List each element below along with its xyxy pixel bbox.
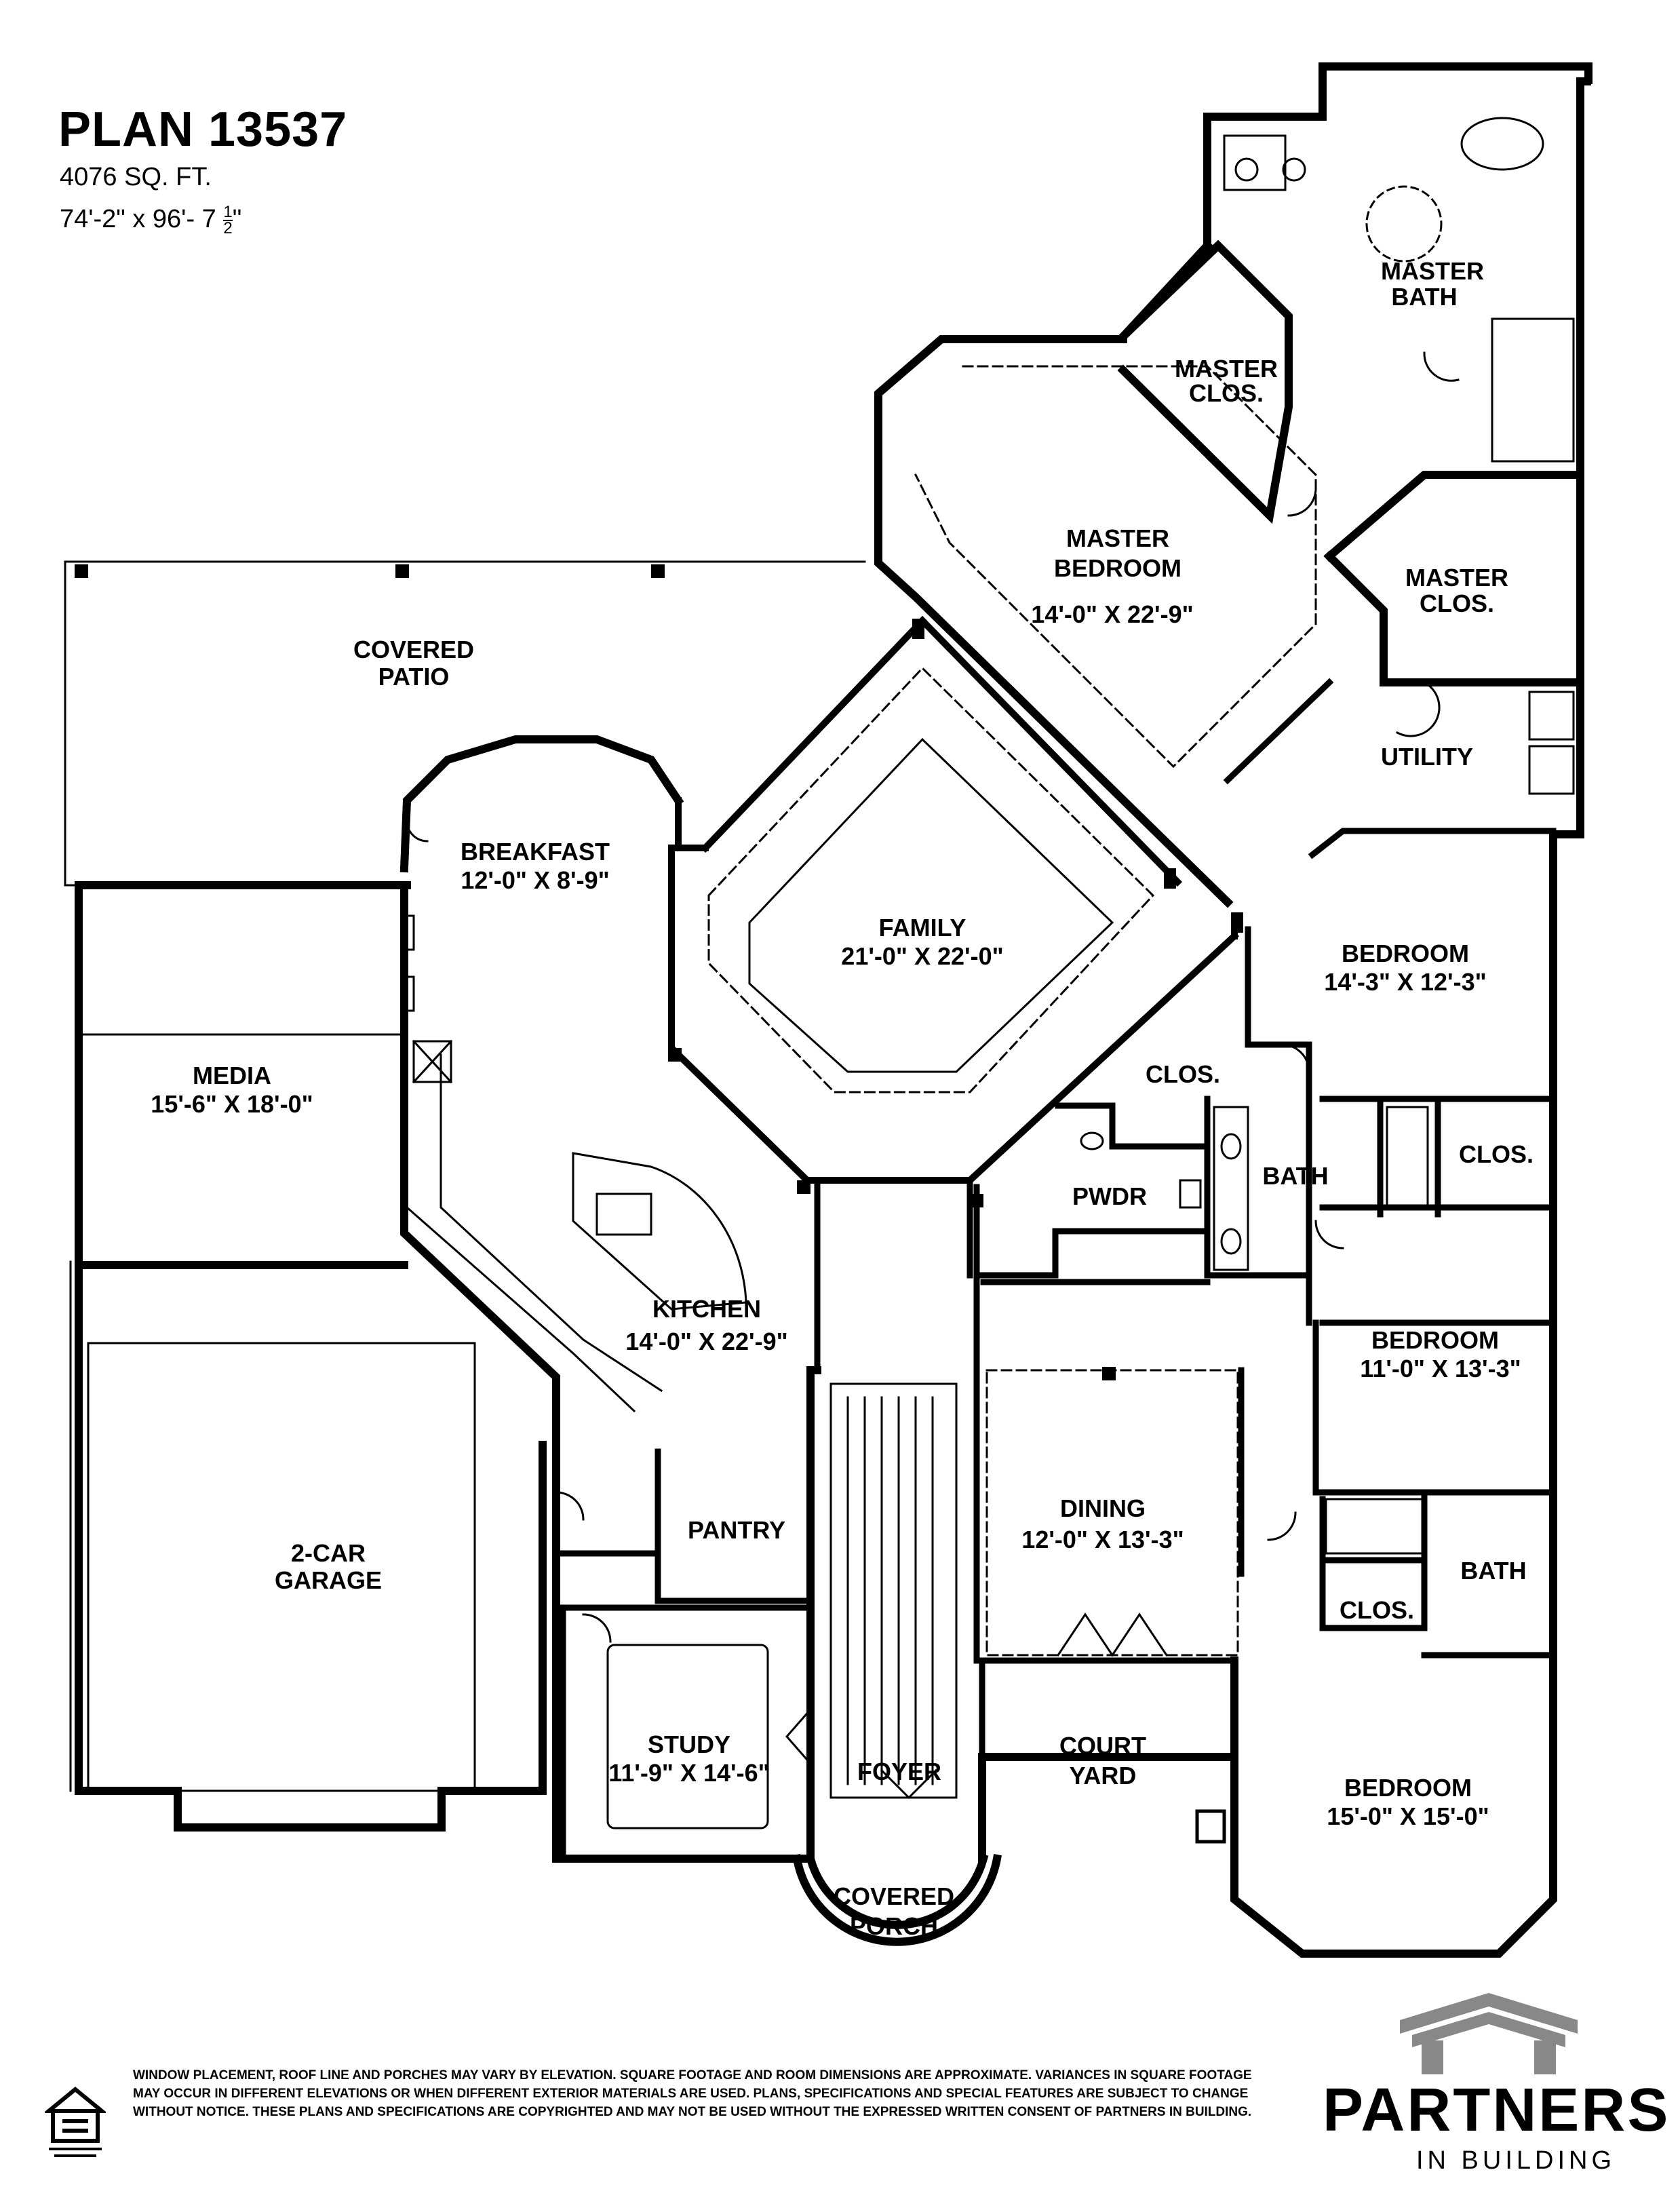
covered-patio-outline — [64, 560, 866, 887]
label-covered-patio-2: PATIO — [378, 663, 450, 691]
label-covered-patio-1: COVERED — [353, 636, 474, 663]
dimensions-main: 74'-2" x 96'- 7 — [60, 205, 216, 234]
brand-name: PARTNERS — [1323, 2076, 1671, 2144]
label-master-bath-2: BATH — [1391, 283, 1457, 311]
label-court-yard-1: COURT — [1059, 1732, 1146, 1760]
label-kitchen-2: 14'-0" X 22'-9" — [625, 1328, 787, 1355]
patio-posts — [75, 564, 665, 578]
label-master-clos-1a: MASTER — [1175, 355, 1278, 383]
label-court-yard-2: YARD — [1070, 1762, 1137, 1789]
family-walls — [668, 615, 1240, 1184]
label-media-2: 15'-6" X 18'-0" — [151, 1090, 313, 1118]
label-master-bedroom-3: 14'-0" X 22'-9" — [1031, 600, 1193, 628]
room-labels: COVERED PATIO BREAKFAST 12'-0" X 8'-9" M… — [151, 257, 1534, 1940]
label-master-bedroom-1: MASTER — [1066, 524, 1169, 552]
label-breakfast-2: 12'-0" X 8'-9" — [461, 866, 609, 894]
label-clos-3: CLOS. — [1340, 1596, 1414, 1624]
label-bath-1: BATH — [1262, 1162, 1328, 1190]
fraction-numerator: 1 — [223, 203, 233, 221]
label-family-1: FAMILY — [879, 914, 966, 942]
master-closet-walls — [1117, 239, 1584, 686]
dimensions-suffix: " — [232, 205, 242, 234]
label-garage-1: 2-CAR — [291, 1539, 366, 1567]
label-master-clos-1b: CLOS. — [1189, 379, 1264, 407]
label-dining-1: DINING — [1060, 1494, 1146, 1522]
label-clos-2: CLOS. — [1459, 1140, 1534, 1168]
label-study-2: 11'-9" X 14'-6" — [608, 1759, 769, 1787]
label-media-1: MEDIA — [193, 1062, 271, 1089]
brand-tagline: IN BUILDING — [1416, 2146, 1616, 2175]
plan-title: PLAN 13537 — [58, 102, 348, 157]
square-footage: 4076 SQ. FT. — [60, 163, 212, 191]
label-utility: UTILITY — [1381, 743, 1473, 771]
label-bedroom-3-2: 11'-0" X 13'-3" — [1360, 1355, 1521, 1382]
label-pantry: PANTRY — [688, 1516, 785, 1544]
fraction-denominator: 2 — [223, 219, 233, 237]
label-garage-2: GARAGE — [275, 1566, 382, 1594]
label-bath-2: BATH — [1460, 1557, 1526, 1585]
label-study-1: STUDY — [648, 1730, 730, 1758]
label-bedroom-2-1: BEDROOM — [1342, 939, 1469, 967]
wall-markers — [668, 619, 1243, 1380]
label-bedroom-4-2: 15'-0" X 15'-0" — [1327, 1802, 1489, 1830]
exterior-walls — [75, 62, 1593, 1958]
label-bedroom-2-2: 14'-3" X 12'-3" — [1324, 968, 1486, 996]
label-master-bedroom-2: BEDROOM — [1054, 554, 1181, 582]
disclaimer-text: WINDOW PLACEMENT, ROOF LINE AND PORCHES … — [133, 2068, 1252, 2119]
interior-walls — [560, 678, 1557, 1862]
label-foyer: FOYER — [857, 1758, 941, 1785]
label-master-clos-2b: CLOS. — [1420, 589, 1494, 617]
label-dining-2: 12'-0" X 13'-3" — [1021, 1526, 1184, 1553]
partners-roof-icon — [1400, 1993, 1578, 2074]
label-pwdr: PWDR — [1072, 1182, 1147, 1210]
label-master-bath-1: MASTER — [1381, 257, 1484, 285]
label-family-2: 21'-0" X 22'-0" — [841, 942, 1003, 970]
label-bedroom-3-1: BEDROOM — [1371, 1326, 1499, 1354]
label-clos-1: CLOS. — [1146, 1060, 1220, 1088]
label-covered-porch-1: COVERED — [834, 1882, 954, 1910]
detail-lines — [69, 117, 1575, 1829]
label-bedroom-4-1: BEDROOM — [1344, 1774, 1472, 1802]
label-kitchen-1: KITCHEN — [652, 1295, 761, 1323]
label-covered-porch-2: PORCH — [850, 1912, 938, 1940]
equal-housing-icon — [45, 2087, 106, 2157]
label-breakfast-1: BREAKFAST — [461, 838, 610, 866]
label-master-clos-2a: MASTER — [1405, 564, 1508, 592]
